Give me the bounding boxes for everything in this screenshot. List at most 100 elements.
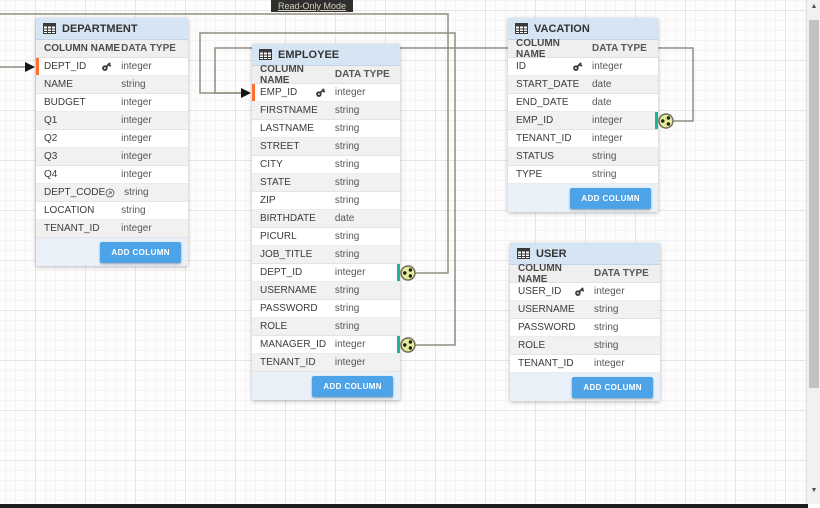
column-row-dept_id[interactable]: DEPT_ID integer bbox=[252, 264, 400, 282]
column-data-type: string bbox=[334, 159, 360, 170]
vertical-scrollbar[interactable]: ▲ ▼ bbox=[806, 0, 820, 504]
relationship-connector-vacation-emp-id[interactable] bbox=[658, 113, 674, 129]
data-type-header: DATA TYPE bbox=[594, 268, 649, 279]
table-title-bar[interactable]: DEPARTMENT bbox=[36, 18, 188, 40]
column-name: DEPT_ID bbox=[260, 267, 303, 278]
column-row-location[interactable]: LOCATION string bbox=[36, 202, 188, 220]
column-data-type: string bbox=[121, 205, 146, 216]
column-data-type: integer bbox=[121, 151, 152, 162]
table-department: DEPARTMENT COLUMN NAME DATA TYPE DEPT_ID… bbox=[36, 18, 188, 266]
add-column-button[interactable]: ADD COLUMN bbox=[570, 187, 651, 209]
table-title-bar[interactable]: USER bbox=[510, 243, 660, 265]
column-name: USERNAME bbox=[518, 304, 575, 315]
column-name: NAME bbox=[44, 79, 73, 90]
add-column-button[interactable]: ADD COLUMN bbox=[312, 375, 393, 397]
column-data-type: string bbox=[592, 169, 617, 180]
table-title-bar[interactable]: EMPLOYEE bbox=[252, 44, 400, 66]
column-name: Q2 bbox=[44, 133, 58, 144]
column-name: ROLE bbox=[260, 321, 288, 332]
column-data-type: string bbox=[334, 123, 360, 134]
add-column-button[interactable]: ADD COLUMN bbox=[100, 241, 181, 263]
relationship-connector-dept-id[interactable] bbox=[400, 265, 416, 281]
column-name: BUDGET bbox=[44, 97, 86, 108]
column-row-status[interactable]: STATUS string bbox=[508, 148, 658, 166]
column-row-q2[interactable]: Q2 integer bbox=[36, 130, 188, 148]
column-data-type: string bbox=[121, 79, 146, 90]
column-data-type: integer bbox=[121, 97, 152, 108]
column-name: JOB_TITLE bbox=[260, 249, 313, 260]
table-footer: ADD COLUMN bbox=[252, 372, 400, 400]
column-data-type: integer bbox=[334, 267, 366, 278]
table-footer: ADD COLUMN bbox=[510, 373, 660, 401]
column-name: EMP_ID bbox=[516, 115, 554, 126]
column-row-budget[interactable]: BUDGET integer bbox=[36, 94, 188, 112]
column-name: USER_ID bbox=[518, 286, 562, 297]
add-column-button[interactable]: ADD COLUMN bbox=[572, 376, 653, 398]
column-row-name[interactable]: NAME string bbox=[36, 76, 188, 94]
column-name: DEPT_CODE bbox=[44, 187, 106, 198]
relationship-line-dept bbox=[0, 13, 449, 274]
table-footer: ADD COLUMN bbox=[508, 184, 658, 212]
column-name: END_DATE bbox=[516, 97, 569, 108]
column-data-type: string bbox=[594, 322, 619, 333]
column-name-header: COLUMN NAME bbox=[44, 43, 121, 54]
relationship-connector-manager-id[interactable] bbox=[400, 337, 416, 353]
horizontal-scrollbar[interactable] bbox=[0, 504, 808, 508]
column-data-type: string bbox=[334, 105, 360, 116]
scroll-down-icon[interactable]: ▼ bbox=[810, 487, 818, 494]
column-data-type: string bbox=[592, 151, 617, 162]
column-name: LOCATION bbox=[44, 205, 95, 216]
column-data-type: integer bbox=[334, 357, 366, 368]
column-name: LASTNAME bbox=[260, 123, 314, 134]
table-title-bar[interactable]: VACATION bbox=[508, 18, 658, 40]
read-only-mode-tooltip: Read-Only Mode bbox=[271, 0, 354, 12]
column-name: STATUS bbox=[516, 151, 554, 162]
table-icon bbox=[259, 49, 272, 60]
column-name: STREET bbox=[260, 141, 300, 152]
column-data-type: integer bbox=[121, 133, 152, 144]
data-type-header: DATA TYPE bbox=[592, 43, 647, 54]
column-data-type: string bbox=[334, 231, 360, 242]
vertical-scrollbar-thumb[interactable] bbox=[809, 20, 819, 388]
diagram-canvas[interactable]: DEPARTMENT COLUMN NAME DATA TYPE DEPT_ID… bbox=[0, 0, 806, 504]
scroll-up-icon[interactable]: ▲ bbox=[810, 3, 818, 10]
column-row-lastname[interactable]: LASTNAME string bbox=[252, 120, 400, 138]
arrowhead-employee-emp-id bbox=[241, 88, 251, 98]
column-name: Q4 bbox=[44, 169, 58, 180]
table-footer: ADD COLUMN bbox=[36, 238, 188, 266]
column-data-type: integer bbox=[334, 87, 366, 98]
